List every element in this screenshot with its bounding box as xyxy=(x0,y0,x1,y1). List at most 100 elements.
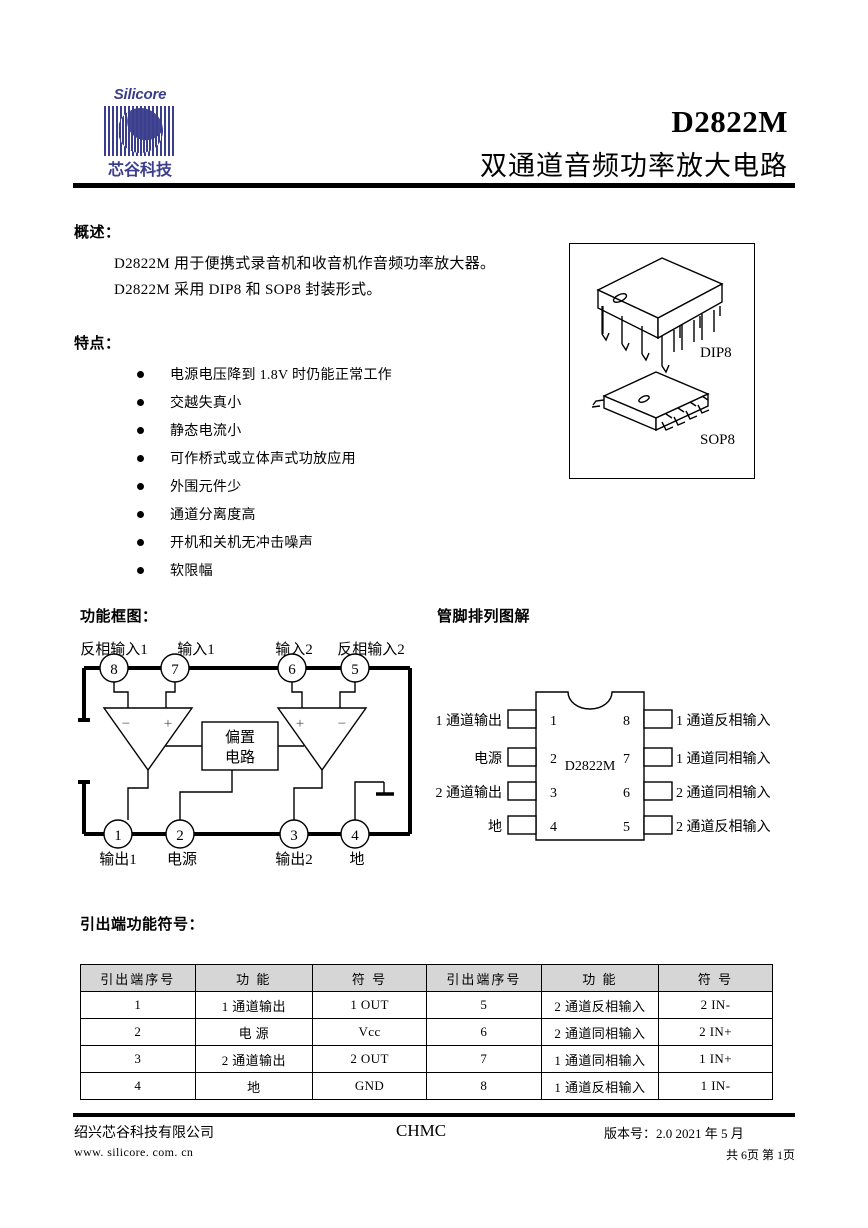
block-diagram: 反相输入1 输入1 输入2 反相输入2 8 7 6 xyxy=(72,636,422,876)
table-header-cell: 引出端序号 xyxy=(426,964,542,992)
table-cell: 2 通道输出 xyxy=(194,1045,314,1073)
feature-label: 软限幅 xyxy=(170,564,213,579)
block-diagram-heading: 功能框图： xyxy=(80,608,158,625)
feature-label: 通道分离度高 xyxy=(170,508,256,523)
table-cell: 1 通道同相输入 xyxy=(540,1045,660,1073)
pin-label-left: 2 通道输出 xyxy=(436,785,503,801)
bias-circuit-box xyxy=(201,721,279,771)
table-cell: 3 xyxy=(80,1045,196,1073)
bullet-icon xyxy=(137,539,144,547)
feature-item: 通道分离度高 xyxy=(137,504,256,524)
block-pin-number: 8 xyxy=(110,662,118,678)
table-cell: 8 xyxy=(426,1072,542,1100)
block-pin-number: 4 xyxy=(351,828,359,844)
bullet-icon xyxy=(137,399,144,407)
bullet-icon xyxy=(137,483,144,491)
block-top-pin-label: 输入2 xyxy=(275,641,313,658)
pin-label-right: 1 通道同相输入 xyxy=(676,751,771,767)
amp-right-plus: + xyxy=(296,716,304,732)
footer-version: 版本号：2.0 2021 年 5 月 xyxy=(604,1126,744,1141)
feature-label: 静态电流小 xyxy=(170,424,242,439)
logo-wordmark: Silicore xyxy=(113,86,167,103)
pin-number-right: 5 xyxy=(623,820,630,835)
table-cell: 2 IN+ xyxy=(658,1018,773,1046)
pin-number-right: 6 xyxy=(623,786,630,801)
logo-circle-striped xyxy=(118,108,163,153)
table-cell: 1 IN+ xyxy=(658,1045,773,1073)
block-pin-number: 2 xyxy=(176,828,184,844)
feature-label: 外围元件少 xyxy=(170,480,242,495)
pin-number-left: 4 xyxy=(550,820,557,835)
amp-left-plus: + xyxy=(164,716,172,732)
bullet-icon xyxy=(137,455,144,463)
pin-function-table: 引出端序号 功 能 符 号 引出端序号 功 能 符 号 1 1 通道输出 1 O… xyxy=(80,964,773,1100)
table-header-row: 引出端序号 功 能 符 号 引出端序号 功 能 符 号 xyxy=(80,964,773,992)
footer-website[interactable]: www. silicore. com. cn xyxy=(74,1145,194,1159)
pinout-heading: 管脚排列图解 xyxy=(437,608,531,625)
bias-circuit-label-line2: 电路 xyxy=(225,749,255,766)
pin-number-right: 7 xyxy=(623,752,630,767)
feature-item: 电源电压降到 1.8V 时仍能正常工作 xyxy=(137,364,392,384)
table-row: 2 电 源 Vcc 6 2 通道同相输入 2 IN+ xyxy=(80,1018,773,1046)
overview-line: D2822M 采用 DIP8 和 SOP8 封装形式。 xyxy=(114,282,382,298)
block-top-pins: 8 7 6 5 xyxy=(99,653,370,683)
table-cell: 2 OUT xyxy=(312,1045,428,1073)
footer-company: 绍兴芯谷科技有限公司 xyxy=(74,1126,214,1141)
feature-label: 开机和关机无冲击噪声 xyxy=(170,536,313,551)
page-title: D2822M xyxy=(671,104,788,139)
sop8-label: SOP8 xyxy=(700,432,736,448)
bullet-icon xyxy=(137,371,144,379)
block-bottom-pin-label: 电源 xyxy=(167,851,197,868)
pin-label-left: 电源 xyxy=(474,751,502,767)
footer-center-mark: CHMC xyxy=(396,1121,447,1140)
table-header-cell: 符 号 xyxy=(312,964,428,992)
table-cell: 7 xyxy=(426,1045,542,1073)
dip8-label: DIP8 xyxy=(700,345,732,361)
table-cell: 地 xyxy=(194,1072,314,1100)
pin-number-right: 8 xyxy=(623,714,630,729)
chip-label: D2822M xyxy=(565,759,616,774)
feature-label: 可作桥式或立体声式功放应用 xyxy=(170,452,356,467)
package-drawings-box xyxy=(569,243,755,479)
table-cell: 4 xyxy=(80,1072,196,1100)
feature-label: 交越失真小 xyxy=(170,396,242,411)
company-logo: Silicore 芯谷科技 xyxy=(101,86,179,182)
overview-line: D2822M 用于便携式录音机和收音机作音频功率放大器。 xyxy=(114,256,496,272)
table-header-cell: 功 能 xyxy=(194,964,314,992)
pin-number-left: 3 xyxy=(550,786,557,801)
amp-right-minus: − xyxy=(338,716,346,732)
table-cell: 6 xyxy=(426,1018,542,1046)
footer-page-number: 共 6页 第 1页 xyxy=(725,1148,795,1162)
block-top-pin-label: 输入1 xyxy=(177,641,215,658)
chip-body xyxy=(535,691,645,841)
amp-left-minus: − xyxy=(122,716,130,732)
dip8-drawing xyxy=(596,257,724,374)
feature-item: 外围元件少 xyxy=(137,476,242,496)
block-pin-number: 3 xyxy=(290,828,298,844)
table-cell: 1 通道输出 xyxy=(194,991,314,1019)
feature-item: 开机和关机无冲击噪声 xyxy=(137,532,313,552)
block-top-pin-label: 反相输入1 xyxy=(80,641,148,658)
pin-label-left: 地 xyxy=(488,819,502,835)
feature-label: 电源电压降到 1.8V 时仍能正常工作 xyxy=(170,368,393,383)
feature-item: 可作桥式或立体声式功放应用 xyxy=(137,448,356,468)
bias-circuit-label-line1: 偏置 xyxy=(225,729,255,746)
block-pin-number: 6 xyxy=(288,662,296,678)
bullet-icon xyxy=(137,427,144,435)
table-header-cell: 符 号 xyxy=(658,964,773,992)
pinout-diagram: D2822M 1 2 3 4 8 7 6 xyxy=(432,660,832,870)
pin-table-heading: 引出端功能符号： xyxy=(80,916,205,933)
table-cell: 1 通道反相输入 xyxy=(540,1072,660,1100)
table-cell: 2 IN- xyxy=(658,991,773,1019)
features-heading: 特点： xyxy=(74,335,121,352)
pin-number-left: 2 xyxy=(550,752,557,767)
pin-label-right: 2 通道反相输入 xyxy=(676,819,771,835)
page-subtitle: 双通道音频功率放大电路 xyxy=(480,151,788,181)
pin-number-left: 1 xyxy=(550,714,557,729)
pin-label-left: 1 通道输出 xyxy=(436,713,503,729)
table-cell: 电 源 xyxy=(194,1018,314,1046)
logo-mark-icon xyxy=(104,106,176,156)
table-cell: Vcc xyxy=(312,1018,428,1046)
feature-item: 交越失真小 xyxy=(137,392,242,412)
table-row: 3 2 通道输出 2 OUT 7 1 通道同相输入 1 IN+ xyxy=(80,1045,773,1073)
